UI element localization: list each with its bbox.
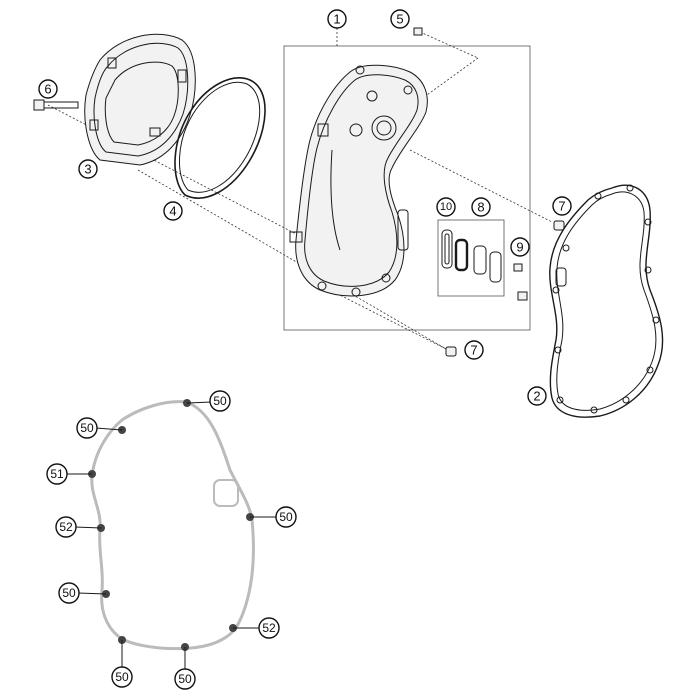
svg-text:51: 51 (50, 467, 64, 481)
part-8-window-seals (454, 238, 502, 283)
callout-7-upper: 7 (552, 196, 572, 216)
svg-text:50: 50 (115, 670, 129, 684)
svg-text:50: 50 (178, 672, 192, 686)
part-4-gasket-ring (174, 77, 266, 199)
svg-text:1: 1 (333, 12, 340, 27)
svg-text:9: 9 (516, 240, 523, 255)
svg-text:50: 50 (80, 421, 94, 435)
callout-2: 2 (527, 386, 547, 406)
callout-8: 8 (471, 197, 491, 217)
part-7-plug-upper (553, 220, 565, 231)
callout-4: 4 (163, 201, 183, 221)
svg-text:52: 52 (262, 621, 276, 635)
seq-callout-50-top: 50 (186, 390, 231, 412)
seq-callout-51: 51 (46, 463, 92, 485)
seq-callout-50-lower-left: 50 (58, 582, 107, 604)
seq-callout-50-upper-left: 50 (76, 417, 123, 439)
svg-text:52: 52 (59, 520, 73, 534)
seq-callout-52-left: 52 (55, 516, 102, 538)
callout-5: 5 (390, 9, 410, 29)
svg-text:50: 50 (213, 394, 227, 408)
svg-text:10: 10 (440, 201, 452, 213)
lower-bolt-markers (88, 399, 254, 651)
lower-gasket-outline (90, 400, 255, 651)
svg-text:2: 2 (533, 389, 540, 404)
part-10-frame (441, 229, 453, 269)
svg-text:8: 8 (477, 200, 484, 215)
callout-10: 10 (436, 197, 456, 217)
seq-callout-50-bottom: 50 (174, 647, 196, 690)
svg-text:4: 4 (169, 204, 176, 219)
seq-callout-52-right: 52 (233, 617, 280, 639)
callout-9: 9 (510, 237, 530, 257)
part-6-bolt (33, 99, 79, 111)
part-9-nut (513, 263, 528, 301)
svg-text:7: 7 (558, 199, 565, 214)
callout-1: 1 (327, 9, 347, 29)
part-2-cover-gasket (549, 184, 664, 418)
callout-7-lower: 7 (464, 340, 484, 360)
assembly-frame-window (437, 219, 505, 297)
svg-text:50: 50 (279, 510, 293, 524)
part-7-plug-lower (445, 346, 457, 357)
part-5-screw (413, 27, 423, 36)
svg-text:6: 6 (44, 82, 51, 97)
assembly-frame-cover (283, 45, 531, 331)
svg-text:50: 50 (62, 586, 76, 600)
leader-lines (47, 28, 553, 351)
part-1-main-cover (289, 64, 428, 297)
svg-text:3: 3 (84, 162, 91, 177)
svg-text:7: 7 (470, 343, 477, 358)
svg-text:5: 5 (396, 12, 403, 27)
seq-callout-50-bottom-left: 50 (111, 640, 133, 688)
part-3-outer-cover (84, 33, 196, 166)
callout-3: 3 (78, 159, 98, 179)
seq-callout-50-right: 50 (250, 506, 297, 528)
callout-6: 6 (38, 79, 58, 99)
